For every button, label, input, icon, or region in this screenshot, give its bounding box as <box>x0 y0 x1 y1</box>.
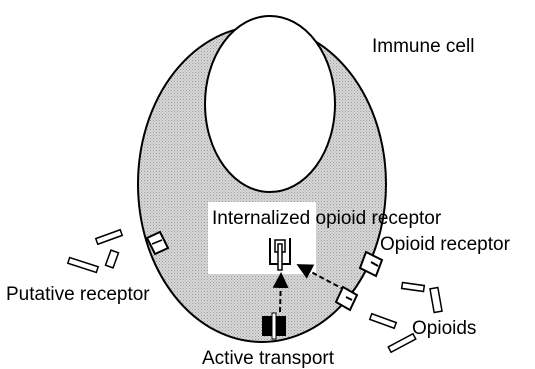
immune-cell-label: Immune cell <box>372 36 474 57</box>
nucleus <box>205 16 335 192</box>
putative-receptor-label: Putative receptor <box>6 284 150 305</box>
active-transport-label: Active transport <box>202 348 335 369</box>
internalized-receptor-label: Internalized opioid receptor <box>212 208 442 229</box>
opioids-label: Opioids <box>412 318 476 339</box>
putative-ligands <box>68 230 122 273</box>
active-transport-channel-icon <box>262 313 286 339</box>
opioid-receptor-label: Opioid receptor <box>380 234 511 255</box>
